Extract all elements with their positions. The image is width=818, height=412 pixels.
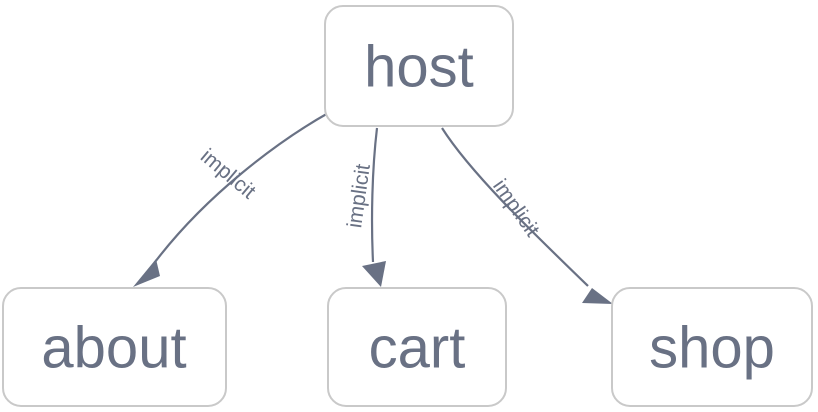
- edge-host-cart-arrowhead: [362, 261, 386, 287]
- edge-host-cart-label: implicit: [343, 162, 375, 229]
- node-shop-label: shop: [649, 316, 775, 381]
- node-host[interactable]: host: [324, 5, 514, 127]
- node-about[interactable]: about: [2, 287, 227, 407]
- node-cart-label: cart: [369, 316, 466, 381]
- edge-host-shop-arrowhead: [582, 288, 613, 304]
- node-host-label: host: [364, 35, 474, 100]
- edge-host-about-path: [151, 111, 331, 267]
- node-shop[interactable]: shop: [611, 287, 813, 407]
- node-cart-rect: [327, 287, 507, 407]
- node-shop-rect: [611, 287, 813, 407]
- node-cart[interactable]: cart: [327, 287, 507, 407]
- edge-host-about-label: implicit: [196, 145, 260, 204]
- node-about-rect: [2, 287, 227, 407]
- edge-host-about[interactable]: implicit: [133, 111, 331, 287]
- edge-host-shop[interactable]: implicit: [441, 127, 613, 304]
- edge-host-shop-label: implicit: [488, 175, 544, 241]
- node-about-label: about: [41, 316, 186, 381]
- edge-host-cart[interactable]: implicit: [343, 127, 386, 287]
- edge-host-cart-path: [370, 127, 379, 263]
- node-host-rect: [324, 5, 514, 127]
- edge-host-shop-path: [441, 127, 589, 287]
- edge-host-about-arrowhead: [133, 259, 160, 287]
